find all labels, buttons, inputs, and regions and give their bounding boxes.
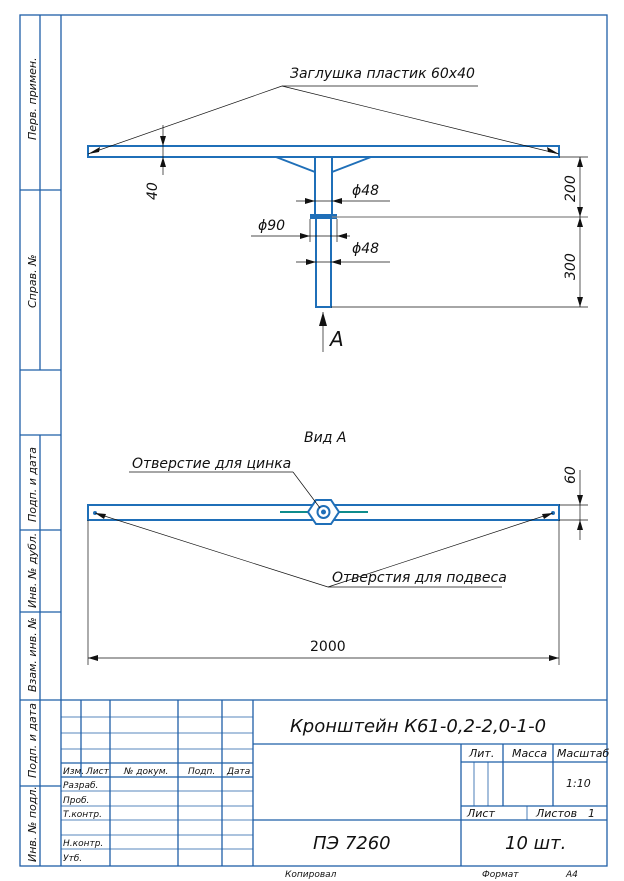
title-list-label: Лист (466, 807, 495, 820)
row-tkontr: Т.контр. (63, 810, 102, 820)
row-razrab: Разраб. (63, 781, 98, 791)
title-listov-value: 1 (588, 807, 595, 820)
side-podp-data-2: Подп. и дата (26, 703, 39, 778)
dim-200-text: 200 (563, 175, 579, 202)
title-listov-label: Листов (535, 807, 577, 820)
gusset-left (275, 156, 316, 173)
view-a-title: Вид А (304, 430, 346, 446)
row-utv: Утб. (63, 854, 82, 864)
footer-kopiroval: Копировал (285, 870, 337, 880)
gusset-right (331, 156, 372, 173)
outer-frame (19, 14, 608, 867)
row-nkontr: Н.контр. (63, 839, 103, 849)
callout-hanging-left (94, 512, 329, 588)
front-stem-upper (314, 156, 333, 218)
title-massa-label: Масса (512, 747, 547, 760)
dim-60-text: 60 (563, 466, 579, 484)
dim-2000-text: 2000 (310, 639, 346, 655)
dim-40-text: 40 (145, 182, 161, 200)
callout-hanging-right (327, 512, 554, 588)
dim-phi90-text: ϕ90 (258, 218, 285, 234)
side-podp-data-1: Подп. и дата (26, 447, 39, 522)
row-prov: Проб. (63, 796, 89, 806)
front-collar (310, 214, 337, 219)
dim-phi48-lower-text: ϕ48 (352, 241, 379, 257)
callout-plug-right (281, 85, 560, 155)
side-strip: Перв. примен. Справ. № Подп. и дата Инв.… (20, 15, 61, 866)
dim-phi48-upper-text: ϕ48 (352, 183, 379, 199)
side-perv-primen: Перв. примен. (26, 57, 39, 140)
title-lit-label: Лит. (468, 747, 494, 760)
callout-plug-left (87, 85, 283, 155)
title-masshtab-label: Масштаб (557, 747, 609, 760)
col-podp: Подп. (188, 767, 215, 777)
dim-300-text: 300 (563, 253, 579, 280)
footer-format-label: Формат (482, 870, 519, 880)
callout-hanging-text: Отверстия для подвеса (332, 570, 507, 586)
side-vzam-inv: Взам. инв. № (26, 617, 39, 692)
col-data: Дата (226, 767, 250, 777)
title-doc-number: ПЭ 7260 (313, 833, 391, 854)
title-scale-value: 1:10 (566, 777, 591, 790)
title-quantity: 10 шт. (505, 833, 566, 854)
col-n-dokum: № докум. (123, 767, 168, 777)
side-inv-podl: Инв. № подл. (26, 786, 39, 862)
callout-zinc-text: Отверстие для цинка (132, 456, 291, 472)
side-sprav-no: Справ. № (26, 254, 39, 308)
col-izm: Изм. (63, 767, 84, 777)
footer-format-value: А4 (565, 870, 578, 880)
callout-plug-text: Заглушка пластик 60х40 (290, 66, 475, 82)
callout-zinc-leader (292, 471, 321, 509)
front-view: Заглушка пластик 60х40 40 200 300 ϕ48 ϕ9… (87, 66, 588, 352)
zinc-hole-center (321, 509, 326, 515)
title-block: Кронштейн К61-0,2-2,0-1-0 ПЭ 7260 10 шт.… (61, 699, 609, 880)
side-inv-dubl: Инв. № дубл. (26, 533, 39, 608)
view-arrow-letter: А (328, 327, 344, 351)
title-product-name: Кронштейн К61-0,2-2,0-1-0 (290, 716, 546, 737)
col-list: Лист (85, 767, 110, 777)
front-beam (87, 145, 560, 158)
view-a: Вид А Отверстие для цинка Отверстия для … (87, 430, 588, 665)
